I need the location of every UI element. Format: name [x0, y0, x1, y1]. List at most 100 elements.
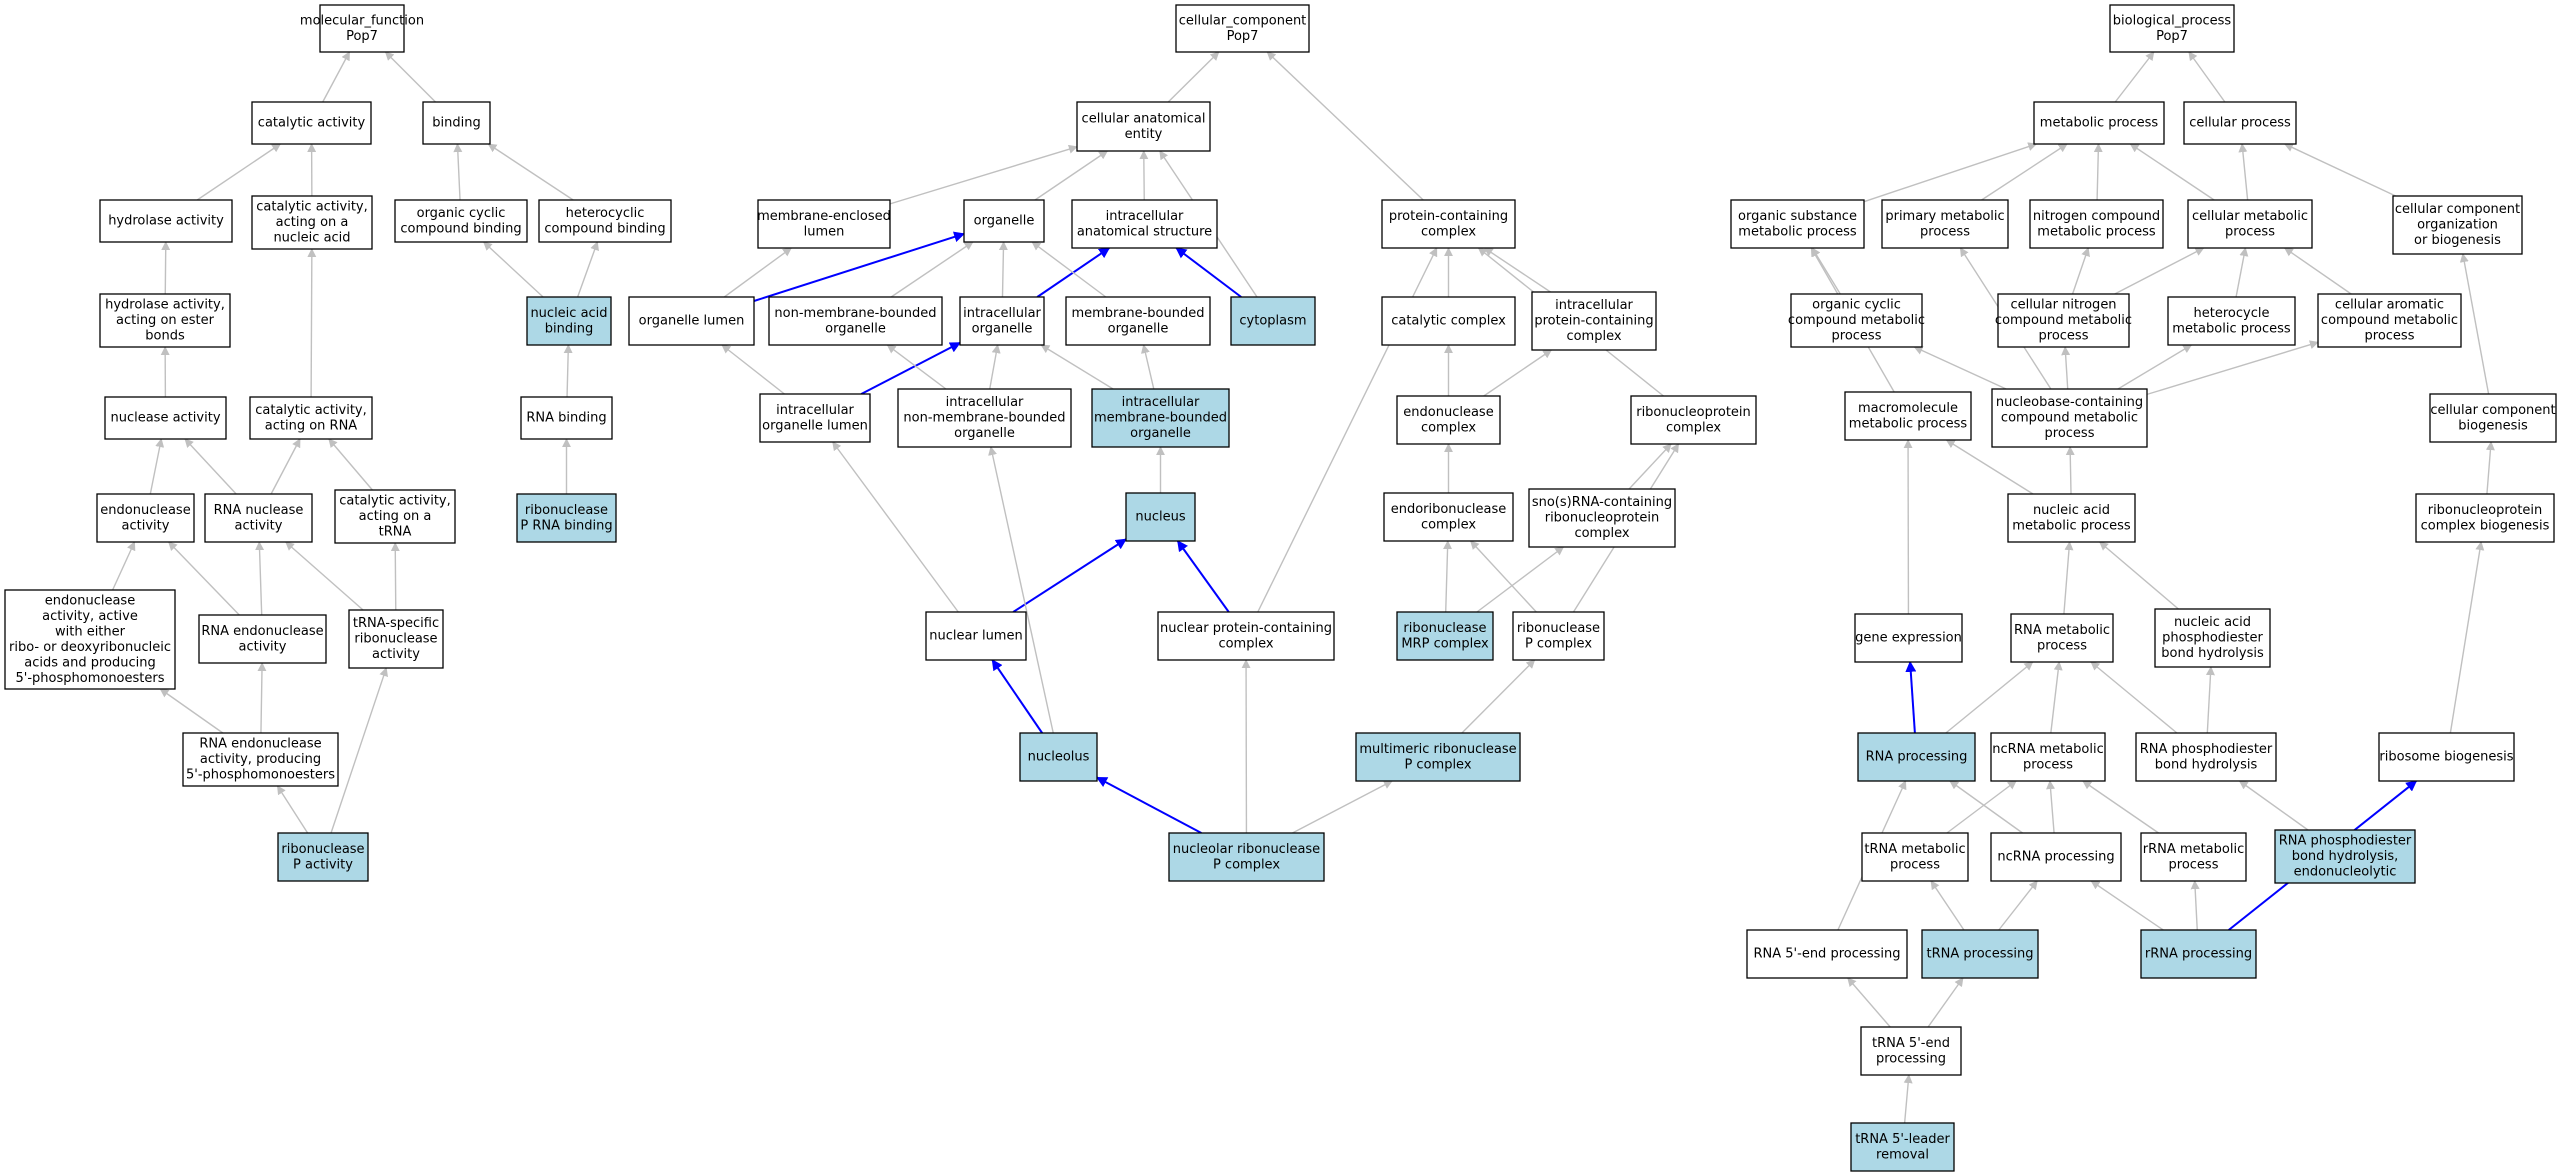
- edge-trna_5leader-to-trna_5end: [1903, 1074, 1913, 1124]
- edge-rna_nuclease-to-cat_rna: [270, 438, 301, 495]
- node-nuclease-activity[interactable]: nuclease activity: [104, 396, 227, 440]
- node-box: [1860, 1026, 1962, 1076]
- node-rna-5end[interactable]: RNA 5'-end processing: [1746, 929, 1908, 979]
- node-label: metabolic process: [2040, 116, 2159, 131]
- node-box: [394, 199, 528, 243]
- node-snosrna-complex[interactable]: sno(s)RNA-containingribonucleoproteincom…: [1528, 488, 1676, 548]
- node-cytoplasm[interactable]: cytoplasm: [1230, 296, 1316, 346]
- node-catalytic-activity[interactable]: catalytic activity: [251, 101, 372, 145]
- node-box: [1854, 613, 1963, 663]
- node-label: bond hydrolysis: [2155, 757, 2258, 772]
- edge-rna_endo_producing-to-rna_endonuclease: [257, 662, 267, 734]
- node-nucleus[interactable]: nucleus: [1125, 492, 1196, 542]
- node-box: [104, 396, 227, 440]
- node-intracellular-nonmem-organelle[interactable]: intracellularnon-membrane-boundedorganel…: [897, 388, 1072, 448]
- node-catalytic-complex[interactable]: catalytic complex: [1381, 296, 1516, 346]
- node-nucleolus[interactable]: nucleolus: [1019, 732, 1098, 782]
- node-organelle-lumen[interactable]: organelle lumen: [628, 296, 755, 346]
- node-label: cellular component: [2395, 202, 2520, 217]
- node-box: [198, 614, 327, 664]
- node-box: [959, 296, 1045, 346]
- node-nuclear-lumen[interactable]: nuclear lumen: [925, 611, 1027, 661]
- node-metabolic-process[interactable]: metabolic process: [2033, 101, 2165, 145]
- node-cellular-process[interactable]: cellular process: [2183, 101, 2297, 145]
- node-rna-binding[interactable]: RNA binding: [520, 396, 613, 440]
- node-rna-processing[interactable]: RNA processing: [1857, 732, 1976, 782]
- node-box: [4, 589, 176, 690]
- node-rrna-processing[interactable]: rRNA processing: [2140, 929, 2257, 979]
- node-box: [538, 199, 672, 243]
- node-binding[interactable]: binding: [422, 101, 491, 145]
- node-gene-expression[interactable]: gene expression: [1854, 613, 1963, 663]
- node-label: nuclease activity: [110, 411, 220, 426]
- node-box: [2033, 101, 2165, 145]
- node-cat-rna[interactable]: catalytic activity,acting on RNA: [249, 396, 373, 440]
- node-label: membrane-bounded: [1071, 306, 1204, 321]
- node-organelle[interactable]: organelle: [963, 199, 1045, 243]
- node-trna-processing[interactable]: tRNA processing: [1921, 929, 2039, 979]
- node-ncrna-processing[interactable]: ncRNA processing: [1990, 832, 2122, 882]
- node-hydrolase-activity[interactable]: hydrolase activity: [99, 199, 233, 243]
- node-label: multimeric ribonuclease: [1359, 742, 1516, 757]
- node-ribosome-biogenesis[interactable]: ribosome biogenesis: [2378, 732, 2515, 782]
